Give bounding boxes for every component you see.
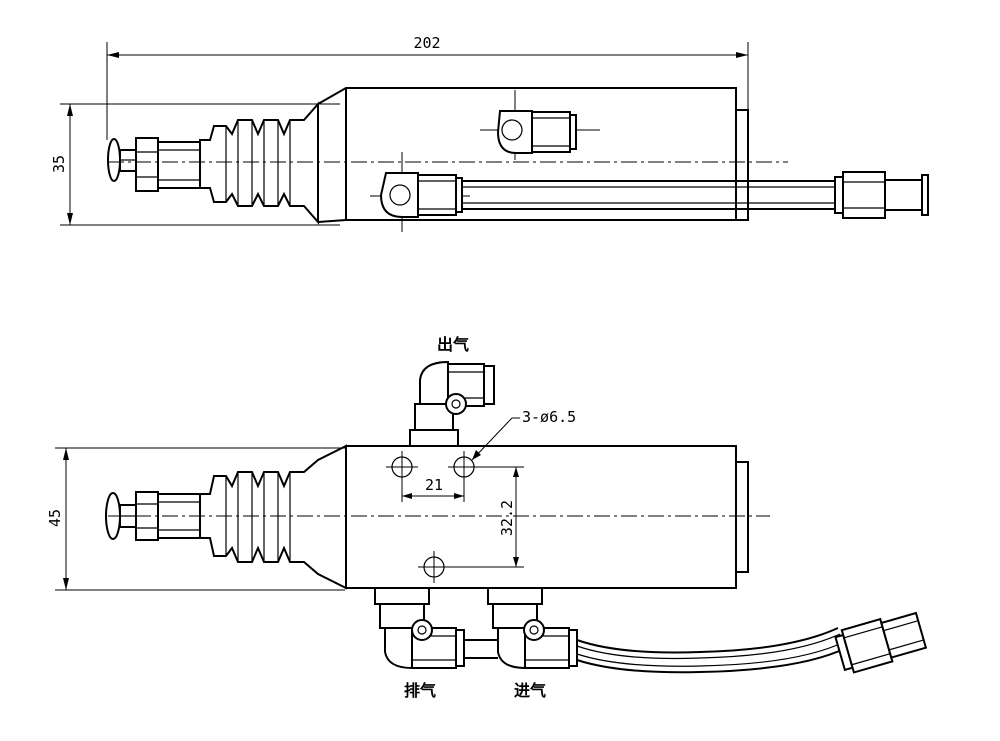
hole-spacing-value: 21 bbox=[425, 476, 443, 494]
exhaust-fitting: 排气 bbox=[374, 587, 465, 700]
vertical-spacing-value: 32.2 bbox=[498, 500, 516, 536]
rod-nut bbox=[135, 137, 201, 192]
dimension-hole-spacing: 21 bbox=[401, 476, 465, 502]
valve-body-top bbox=[317, 87, 749, 223]
dimension-overall-length: 202 bbox=[106, 34, 749, 140]
lower-fitting bbox=[370, 152, 470, 232]
dimension-front-height: 45 bbox=[46, 447, 345, 591]
tube-connector-top bbox=[834, 171, 929, 219]
dimension-vertical-spacing: 32.2 bbox=[450, 466, 524, 568]
knob bbox=[107, 138, 137, 182]
mounting-holes bbox=[386, 451, 480, 583]
front-view: 45 bbox=[46, 335, 928, 700]
inlet-tube bbox=[576, 627, 847, 674]
upper-fitting bbox=[480, 90, 600, 160]
outlet-label: 出气 bbox=[437, 335, 469, 354]
exhaust-tube bbox=[464, 639, 498, 659]
exhaust-label: 排气 bbox=[404, 681, 436, 700]
inlet-fitting: 进气 bbox=[487, 587, 578, 700]
dimension-top-height: 35 bbox=[50, 103, 340, 226]
hole-spec: 3-ø6.5 bbox=[522, 408, 576, 426]
inlet-label: 进气 bbox=[514, 681, 546, 700]
front-bellows bbox=[199, 444, 347, 590]
bellows bbox=[199, 101, 319, 225]
top-view: 202 35 bbox=[50, 34, 929, 232]
front-height-value: 45 bbox=[46, 509, 64, 527]
overall-length-value: 202 bbox=[413, 34, 440, 52]
outlet-fitting: 出气 bbox=[409, 335, 495, 447]
air-tube-top bbox=[462, 180, 835, 210]
tube-connector-front bbox=[834, 611, 928, 674]
top-height-value: 35 bbox=[50, 155, 68, 173]
hole-callout: 3-ø6.5 bbox=[471, 408, 576, 461]
